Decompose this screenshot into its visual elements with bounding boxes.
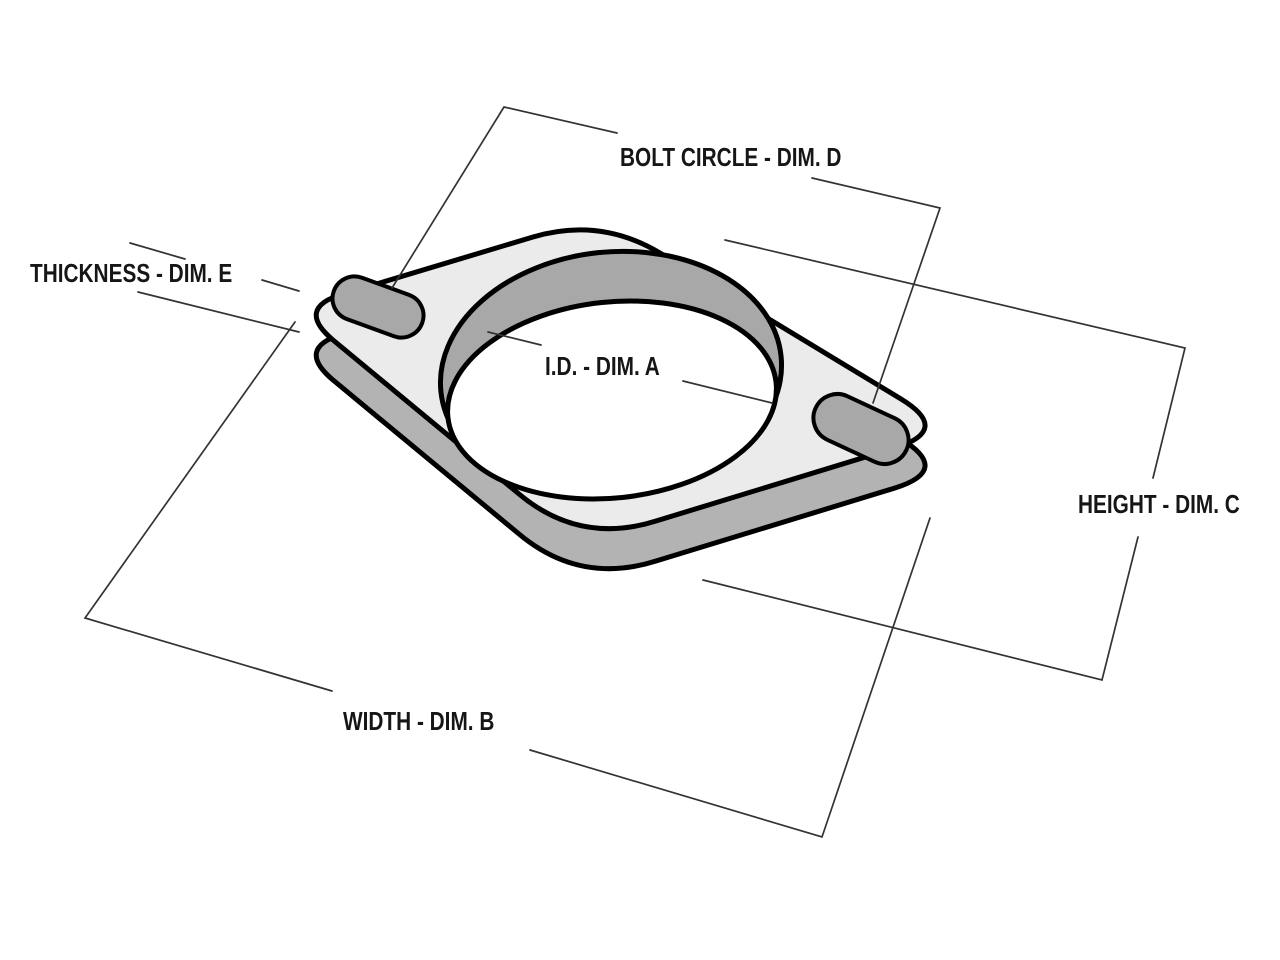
bolt-circle-leader-line — [391, 106, 942, 404]
id-leader-line — [487, 331, 773, 404]
bolt-circle-label: BOLT CIRCLE - DIM. D — [620, 142, 842, 172]
width-dimension-line — [83, 321, 931, 839]
thickness-leader-line — [129, 242, 300, 333]
width-label: WIDTH - DIM. B — [343, 706, 495, 736]
inner-diameter-label: I.D. - DIM. A — [545, 351, 660, 381]
bolt-slot-right — [811, 392, 911, 466]
thickness-label: THICKNESS - DIM. E — [30, 258, 233, 288]
height-label: HEIGHT - DIM. C — [1078, 489, 1240, 519]
dimension-lines — [83, 106, 1187, 839]
bolt-slot-left — [330, 274, 426, 340]
bore-hole-group — [445, 298, 779, 502]
bore-hole — [445, 298, 779, 502]
flange-body — [313, 227, 928, 572]
height-dimension-line — [702, 239, 1187, 682]
